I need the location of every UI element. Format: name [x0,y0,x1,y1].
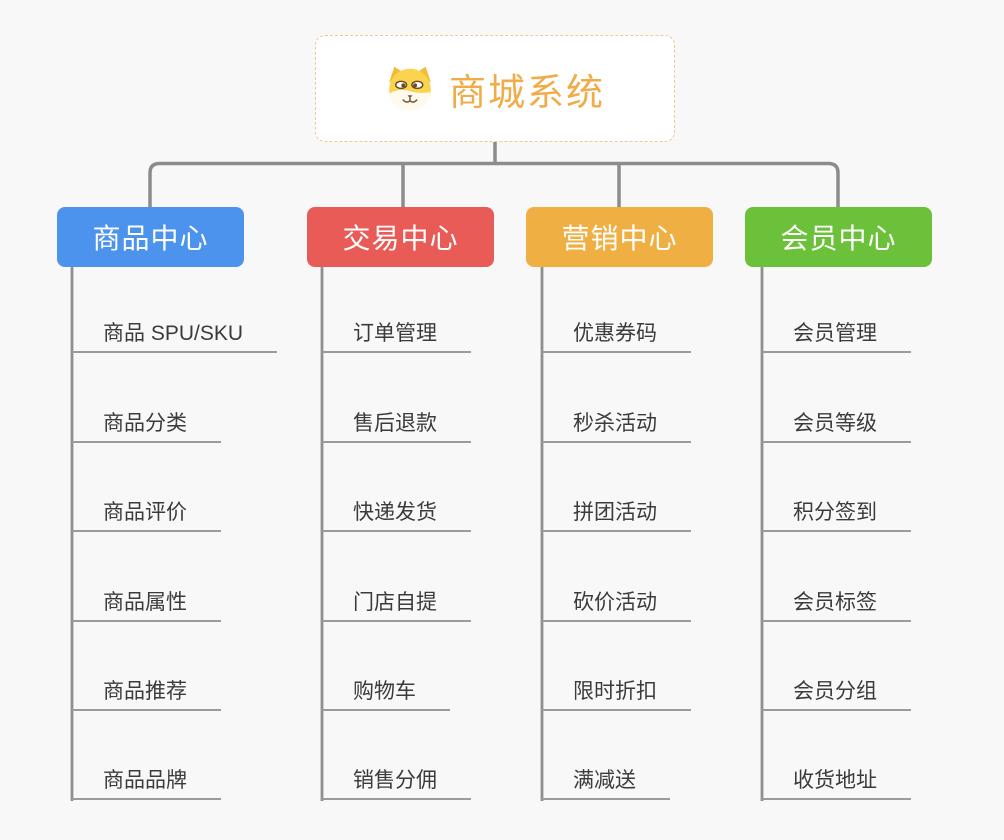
leaf-node[interactable]: 优惠券码 [542,323,691,353]
branch-node-members[interactable]: 会员中心 [745,207,932,267]
leaf-node[interactable]: 砍价活动 [542,592,691,622]
leaf-node[interactable]: 收货地址 [762,770,911,800]
branch-label: 交易中心 [342,223,459,254]
leaf-column-products: 商品 SPU/SKU 商品分类 商品评价 商品属性 商品推荐 商品品牌 [72,266,307,811]
root-node[interactable]: 商城系统 [315,35,675,142]
leaf-node[interactable]: 商品 SPU/SKU [72,323,278,353]
branch-node-trade[interactable]: 交易中心 [307,207,494,267]
leaf-node[interactable]: 拼团活动 [542,502,691,532]
leaf-node[interactable]: 购物车 [322,681,450,711]
leaf-node[interactable]: 积分签到 [762,502,911,532]
leaf-node[interactable]: 商品属性 [72,592,221,622]
branch-label: 会员中心 [780,223,897,254]
leaf-node[interactable]: 快递发货 [322,502,471,532]
leaf-node[interactable]: 销售分佣 [322,770,471,800]
branch-node-marketing[interactable]: 营销中心 [526,207,713,267]
leaf-node[interactable]: 会员管理 [762,323,911,353]
leaf-node[interactable]: 商品分类 [72,413,221,443]
leaf-node[interactable]: 商品品牌 [72,770,221,800]
leaf-node[interactable]: 会员分组 [762,681,911,711]
branch-label: 营销中心 [561,223,678,254]
branch-label: 商品中心 [92,223,209,254]
leaf-node[interactable]: 商品推荐 [72,681,221,711]
leaf-node[interactable]: 会员等级 [762,413,911,443]
leaf-node[interactable]: 订单管理 [322,323,471,353]
branch-node-products[interactable]: 商品中心 [57,207,244,267]
root-title: 商城系统 [449,71,605,113]
leaf-node[interactable]: 商品评价 [72,502,221,532]
leaf-node[interactable]: 秒杀活动 [542,413,691,443]
leaf-node[interactable]: 限时折扣 [542,681,691,711]
shiba-dog-icon [389,66,431,111]
leaf-node[interactable]: 门店自提 [322,592,471,622]
leaf-column-trade: 订单管理 售后退款 快递发货 门店自提 购物车 销售分佣 [322,266,557,811]
leaf-node[interactable]: 满减送 [542,770,670,800]
leaf-node[interactable]: 会员标签 [762,592,911,622]
leaf-column-members: 会员管理 会员等级 积分签到 会员标签 会员分组 收货地址 [762,266,997,811]
leaf-node[interactable]: 售后退款 [322,413,471,443]
leaf-column-marketing: 优惠券码 秒杀活动 拼团活动 砍价活动 限时折扣 满减送 [542,266,777,811]
